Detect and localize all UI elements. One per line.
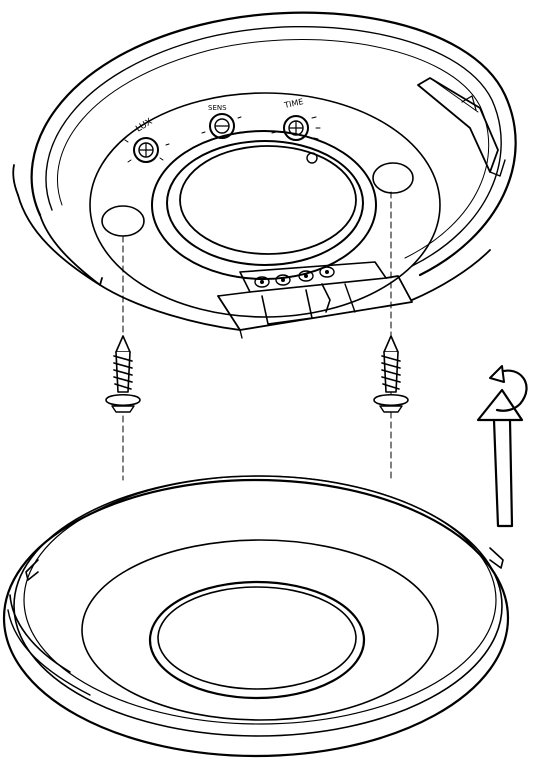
knob-time[interactable]: TIME <box>283 97 309 141</box>
terminal-screw-2 <box>275 274 291 286</box>
terminal-block <box>217 261 413 339</box>
terminal-screw-3 <box>298 270 314 282</box>
mount-hole-left <box>101 205 145 237</box>
base-center-outer <box>148 580 366 700</box>
lens-mid-ring <box>166 140 364 266</box>
knob-time-label: TIME <box>283 97 305 110</box>
terminal-screw-4 <box>319 266 335 278</box>
screw-left <box>105 335 141 413</box>
terminal-screw-1 <box>254 276 270 288</box>
knob-sens-label: SENS <box>208 104 227 112</box>
base-center-inner <box>157 586 357 690</box>
lens <box>179 145 357 255</box>
base-tab-left <box>25 559 39 581</box>
housing-face-plate <box>89 92 441 318</box>
base-tab-right <box>489 547 504 569</box>
led-indicator <box>306 152 318 164</box>
screw-right <box>373 335 409 413</box>
rotate-arrow-icon <box>476 365 528 528</box>
mount-hole-right <box>372 162 414 194</box>
housing-side-wall <box>17 194 103 286</box>
base-inner-ring <box>81 539 439 721</box>
knob-sens[interactable]: SENS <box>208 104 235 139</box>
knob-lux[interactable]: LUX <box>133 117 159 163</box>
knob-scale-marks <box>124 116 321 163</box>
housing-outer-rim <box>30 11 517 277</box>
base-outer-rim <box>2 478 510 758</box>
housing-inner-rim <box>45 25 502 267</box>
lens-outer-ring <box>151 130 377 280</box>
alignment-guides <box>122 191 392 481</box>
base-plate <box>2 475 510 758</box>
sensor-housing: LUX SENS TIME <box>12 11 517 339</box>
